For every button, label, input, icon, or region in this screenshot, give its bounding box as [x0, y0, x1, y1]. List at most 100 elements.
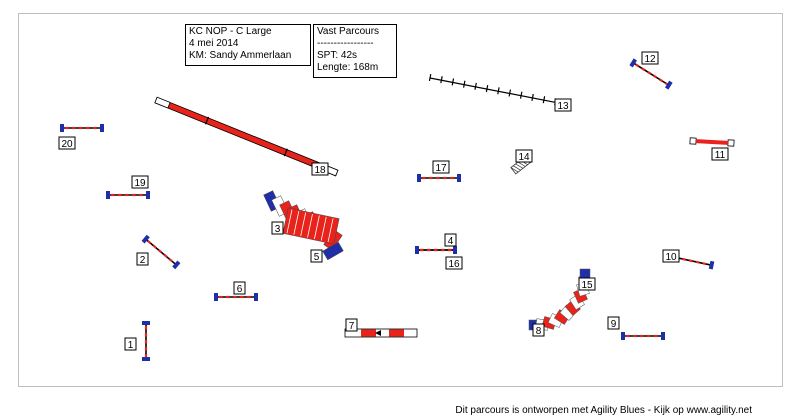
jump-17 — [417, 174, 461, 182]
number-label-8: 8 — [532, 323, 545, 337]
weave-pole — [485, 85, 489, 93]
number-label-box — [233, 281, 246, 295]
dogwalk-plank — [154, 96, 339, 177]
info-box-event: KC NOP - C Large 4 mei 2014 KM: Sandy Am… — [185, 24, 311, 66]
jump-bar-stripe — [635, 63, 640, 68]
jump-bar-stripe — [163, 253, 168, 258]
number-label-text: 12 — [644, 54, 656, 65]
number-label-box — [271, 221, 284, 235]
weave-pole — [531, 93, 534, 101]
number-label-3: 3 — [271, 221, 284, 235]
jump-bar-stripe — [157, 249, 163, 254]
number-label-13: 13 — [554, 98, 572, 112]
number-label-10: 10 — [662, 249, 680, 263]
jump-bar-stripe — [681, 257, 686, 261]
number-label-text: 20 — [61, 139, 73, 150]
jump-wing — [629, 58, 638, 68]
number-label-box — [578, 277, 596, 291]
number-label-box — [445, 256, 463, 270]
number-label-text: 17 — [435, 163, 447, 174]
number-label-11: 11 — [711, 147, 729, 161]
number-label-text: 4 — [448, 236, 454, 247]
weave-pole — [519, 91, 523, 99]
jump-bar-stripe — [688, 259, 693, 263]
tunnel-3-5 — [263, 190, 344, 261]
number-label-text: 15 — [581, 280, 593, 291]
jump-wing — [214, 293, 218, 301]
jump-wing — [727, 139, 735, 147]
jump-wing — [621, 332, 625, 340]
weave-pole — [462, 80, 466, 88]
jump-wing — [172, 260, 181, 270]
tire-hatch — [517, 161, 526, 167]
jump-20 — [60, 124, 104, 132]
number-label-box — [641, 51, 659, 65]
tire-hatch — [515, 163, 524, 169]
dogwalk-18 — [154, 96, 339, 177]
number-label-text: 7 — [349, 321, 355, 332]
jump-bar-stripe — [652, 74, 658, 79]
tire-hatch — [513, 165, 521, 171]
jump-19 — [106, 191, 150, 199]
dogwalk-support — [283, 148, 288, 157]
dogwalk-contact — [154, 96, 171, 109]
number-label-box — [58, 136, 76, 150]
jump-bar-stripe — [658, 78, 664, 83]
number-label-text: 13 — [557, 101, 569, 112]
number-label-20: 20 — [58, 136, 76, 150]
tunnel-rib — [313, 215, 320, 240]
number-label-15: 15 — [578, 277, 596, 291]
number-label-6: 6 — [233, 281, 246, 295]
jump-wing — [100, 124, 104, 132]
number-label-text: 3 — [275, 224, 281, 235]
event-date: 4 mei 2014 — [189, 38, 239, 49]
tunnel-rib — [307, 213, 313, 238]
jump-9 — [621, 332, 665, 340]
number-label-box — [532, 323, 545, 337]
number-label-text: 14 — [518, 152, 530, 163]
jump-bar-stripe — [647, 70, 652, 75]
jump-bar — [632, 62, 670, 86]
footer-credit: Dit parcours is ontworpen met Agility Bl… — [455, 405, 752, 416]
weave-pole — [542, 96, 546, 104]
number-label-text: 9 — [611, 319, 617, 330]
number-label-box — [444, 233, 457, 247]
number-label-box — [662, 249, 680, 263]
number-label-9: 9 — [607, 316, 620, 330]
jump-16 — [415, 246, 457, 254]
number-label-text: 5 — [314, 252, 320, 263]
jump-wing — [457, 174, 461, 182]
jump-wing — [146, 191, 150, 199]
club-title: KC NOP - C Large — [189, 26, 272, 37]
tunnel-rib — [320, 216, 327, 241]
course-length: Lengte: 168m — [317, 62, 379, 73]
jump-bar-stripe — [641, 67, 646, 71]
jump-bar-stripe — [147, 240, 152, 245]
jump-bar-stripe — [702, 262, 707, 266]
jump-wing — [664, 80, 673, 90]
standard-time: SPT: 42s — [317, 50, 358, 61]
number-label-text: 11 — [715, 150, 726, 161]
wall-panel — [389, 329, 404, 337]
number-label-18: 18 — [311, 162, 329, 176]
jump-wing — [661, 332, 665, 340]
number-label-text: 8 — [536, 326, 542, 337]
jump-2 — [141, 234, 181, 270]
number-label-box — [345, 318, 358, 332]
number-label-text: 2 — [140, 255, 146, 266]
jump-wing — [415, 246, 419, 254]
weave-pole — [508, 89, 512, 97]
number-label-box — [607, 316, 620, 330]
number-label-box — [554, 98, 572, 112]
number-label-box — [432, 160, 450, 174]
number-label-box — [136, 252, 149, 266]
weave-pole — [474, 82, 477, 90]
number-label-text: 16 — [448, 259, 460, 270]
weave-base — [429, 77, 556, 104]
number-label-box — [310, 249, 323, 263]
weave-pole — [428, 73, 432, 82]
number-label-text: 19 — [134, 178, 146, 189]
jump-bar-stripe — [168, 258, 173, 263]
number-label-7: 7 — [345, 318, 358, 332]
jump-6 — [214, 293, 258, 301]
